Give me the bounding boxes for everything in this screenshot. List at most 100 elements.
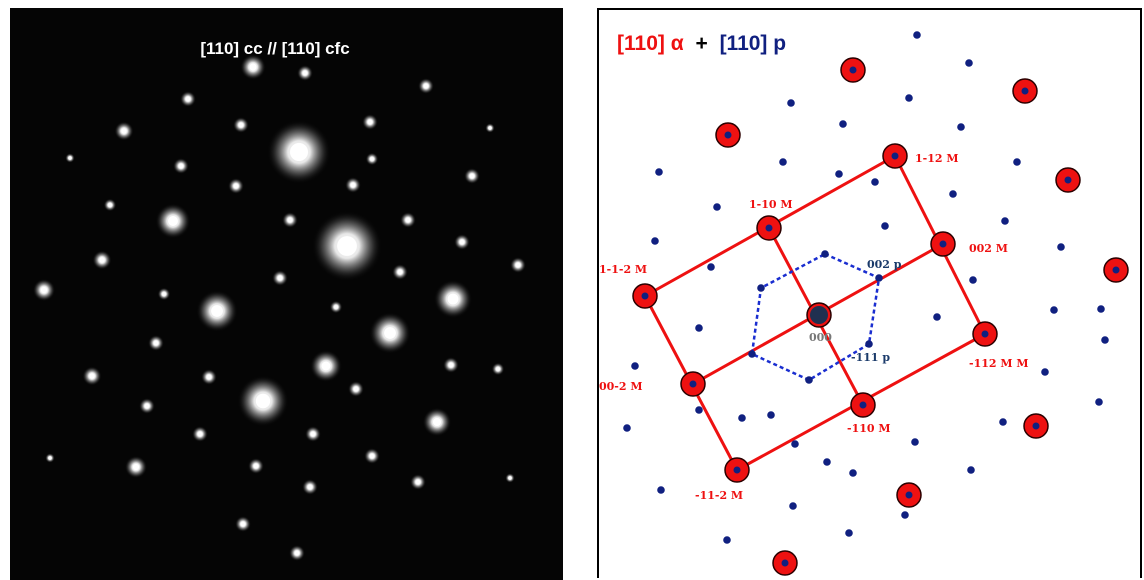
p-reflection-spot	[849, 469, 857, 477]
alpha-reflection-center	[781, 559, 789, 567]
label-00-2M: 00-2 M	[599, 380, 643, 393]
p-reflection-spot	[1050, 306, 1058, 314]
diffraction-pattern-svg: [110] cc // [110] cfc	[32, 39, 526, 561]
diffraction-spot-core	[307, 484, 313, 490]
p-reflection-spot	[787, 99, 795, 107]
diffraction-spot-core	[302, 70, 308, 76]
diffraction-spot-core	[197, 431, 203, 437]
diffraction-spot-core	[206, 374, 212, 380]
label-1-1-2M: 1-1-2 M	[599, 263, 647, 276]
diffraction-spot-core	[423, 83, 429, 89]
p-reflection-spot	[1101, 336, 1109, 344]
diffraction-spot-core	[508, 476, 512, 480]
p-reflection-spot	[757, 284, 765, 292]
diffraction-spot-core	[459, 239, 465, 245]
schematic-title: [110] α + [110] p	[617, 32, 786, 55]
alpha-reflection-center	[765, 224, 773, 232]
diffraction-spot-core	[448, 362, 454, 368]
p-reflection-spot	[913, 31, 921, 39]
diffraction-spot-core	[108, 203, 112, 207]
p-reflection-spot	[657, 486, 665, 494]
p-reflection-spot	[911, 438, 919, 446]
diffraction-spot-core	[367, 119, 373, 125]
label-m112M: -112 M M	[969, 357, 1029, 370]
diffraction-spot-core	[153, 340, 159, 346]
alpha-reflection-center	[905, 491, 913, 499]
alpha-reflection-center	[641, 292, 649, 300]
alpha-reflection-center	[1112, 266, 1120, 274]
diffraction-spot-core	[496, 367, 500, 371]
alpha-reflection-center	[939, 240, 947, 248]
alpha-reflection-center	[1021, 87, 1029, 95]
p-reflection-spot	[738, 414, 746, 422]
pattern-title: [110] cc // [110] cfc	[200, 39, 349, 58]
p-reflection-spot	[695, 324, 703, 332]
p-reflection-spot	[1095, 398, 1103, 406]
diffraction-spot-core	[121, 128, 127, 134]
p-reflection-spot	[623, 424, 631, 432]
label-002M: 002 M	[969, 242, 1008, 255]
p-reflection-spot	[905, 94, 913, 102]
p-reflections	[623, 31, 1109, 544]
p-reflection-spot	[789, 502, 797, 510]
alpha-reflections	[632, 57, 1129, 576]
p-reflection-spot	[967, 466, 975, 474]
diffraction-spot-core	[350, 182, 356, 188]
diffraction-pattern-image: [110] cc // [110] cfc	[10, 8, 563, 580]
diffraction-spot-core	[233, 183, 239, 189]
diffraction-spot-core	[287, 217, 293, 223]
p-reflection-spot	[999, 418, 1007, 426]
diffraction-spot-core	[162, 292, 166, 296]
diffraction-spot-core	[353, 386, 359, 392]
diffraction-spot-core	[447, 293, 459, 305]
alpha-reflection-center	[1064, 176, 1072, 184]
diffraction-spots	[32, 54, 526, 561]
p-reflection-spot	[779, 158, 787, 166]
diffraction-spot-core	[277, 275, 283, 281]
diffraction-spot-core	[415, 479, 421, 485]
title-plus: +	[695, 32, 707, 55]
diffraction-spot-core	[321, 361, 331, 371]
p-reflection-spot	[875, 274, 883, 282]
diffraction-spot-core	[397, 269, 403, 275]
diffraction-spot-core	[384, 327, 396, 339]
p-reflection-spot	[933, 313, 941, 321]
diffraction-spot-core	[469, 173, 475, 179]
p-reflection-spot	[965, 59, 973, 67]
alpha-reflection-center	[689, 380, 697, 388]
diffraction-spot-core	[211, 305, 223, 317]
p-reflection-spot	[1001, 217, 1009, 225]
diffraction-spot-core	[240, 521, 246, 527]
diffraction-spot-core	[253, 463, 259, 469]
diffraction-spot-core	[294, 550, 300, 556]
origin-spot	[810, 306, 828, 324]
diffraction-spot-core	[488, 126, 492, 130]
diffraction-spot-core	[432, 417, 442, 427]
p-reflection-spot	[881, 222, 889, 230]
diffraction-spot-core	[185, 96, 191, 102]
indexed-schematic: [110] α + [110] p 1-12 M 1-10 M 002 M 1-…	[597, 8, 1142, 578]
p-reflection-spot	[767, 411, 775, 419]
diffraction-spot-core	[310, 431, 316, 437]
diffraction-spot-core	[89, 373, 95, 379]
diffraction-spot-core	[132, 463, 140, 471]
p-reflection-spot	[901, 511, 909, 519]
p-reflection-spot	[713, 203, 721, 211]
diffraction-spot-core	[337, 236, 357, 256]
p-reflection-spot	[631, 362, 639, 370]
diffraction-spot-core	[255, 393, 271, 409]
diffraction-spot-core	[515, 262, 521, 268]
label-1-12M: 1-12 M	[915, 152, 959, 165]
p-reflection-spot	[835, 170, 843, 178]
p-reflection-spot	[1013, 158, 1021, 166]
label-m111p: -111 p	[851, 351, 890, 364]
label-1-10M: 1-10 M	[749, 198, 793, 211]
alpha-reflection-center	[1032, 422, 1040, 430]
diffraction-spot-core	[99, 257, 105, 263]
diffraction-spot-core	[370, 157, 374, 161]
p-reflection-spot	[823, 458, 831, 466]
label-000: 000	[809, 331, 832, 344]
diffraction-spot-core	[40, 286, 48, 294]
label-m11-2M: -11-2 M	[695, 489, 743, 502]
diffraction-spot-core	[369, 453, 375, 459]
